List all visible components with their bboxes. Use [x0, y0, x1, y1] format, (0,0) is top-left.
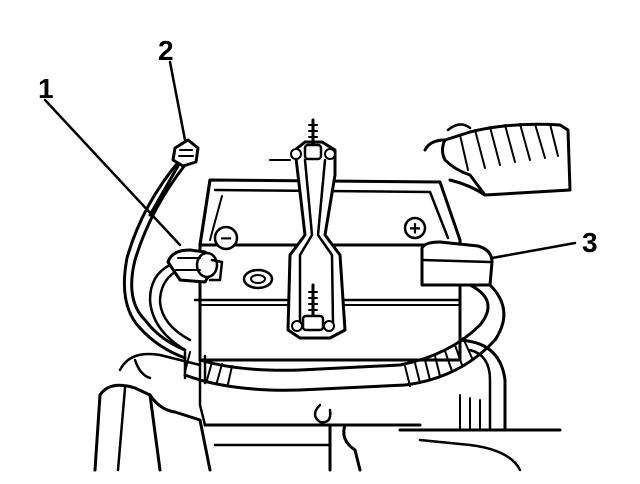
callout-1: 1 [38, 73, 54, 104]
positive-symbol: + [409, 218, 421, 240]
engine-components [93, 338, 562, 472]
negative-battery-cable [122, 158, 224, 360]
callout-3: 3 [582, 227, 598, 258]
positive-terminal-mark: + [403, 216, 427, 240]
leader-lines [43, 60, 577, 260]
negative-symbol: − [220, 228, 232, 250]
callout-2: 2 [158, 35, 174, 66]
air-intake-hose [423, 122, 572, 197]
ground-bolt [148, 138, 200, 217]
battery-hold-down-clamp [269, 118, 347, 340]
positive-battery-cable [183, 240, 506, 392]
callout-labels: 1 2 3 [38, 35, 598, 258]
negative-terminal-mark: − [213, 225, 239, 251]
